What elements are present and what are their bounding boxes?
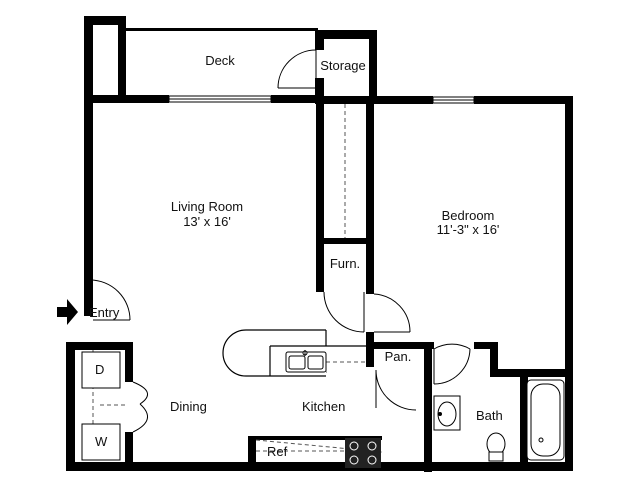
room-label-dining: Dining (170, 399, 207, 414)
room-label-storage: Storage (320, 58, 366, 73)
dryer-box (81, 351, 121, 389)
label-washer: W (95, 434, 108, 449)
room-label-bedroom: Bedroom (441, 208, 495, 223)
room-label-pantry: Pan. (384, 349, 412, 364)
walls (66, 16, 573, 472)
kitchen-sink-icon (285, 350, 327, 373)
washer-box (81, 423, 121, 461)
label-dryer: D (95, 362, 105, 377)
room-label-kitchen: Kitchen (302, 399, 346, 414)
label-ref: Ref (267, 444, 288, 459)
bath-fixtures (433, 379, 565, 466)
laundry-appliances (81, 351, 121, 461)
windows (168, 95, 475, 104)
door-swings (89, 49, 471, 433)
room-size-bedroom: 11'-3" x 16' (436, 222, 500, 237)
entry-arrow-icon (57, 299, 78, 325)
room-label-entry: Entry (89, 305, 120, 320)
room-label-bath: Bath (476, 408, 503, 423)
room-label-furnace: Furn. (329, 256, 361, 271)
cooktop-icon (345, 438, 381, 468)
room-size-living: 13' x 16' (183, 214, 231, 229)
room-label-living: Living Room (170, 199, 244, 214)
room-label-deck: Deck (205, 53, 235, 68)
toilet-icon (486, 432, 506, 466)
